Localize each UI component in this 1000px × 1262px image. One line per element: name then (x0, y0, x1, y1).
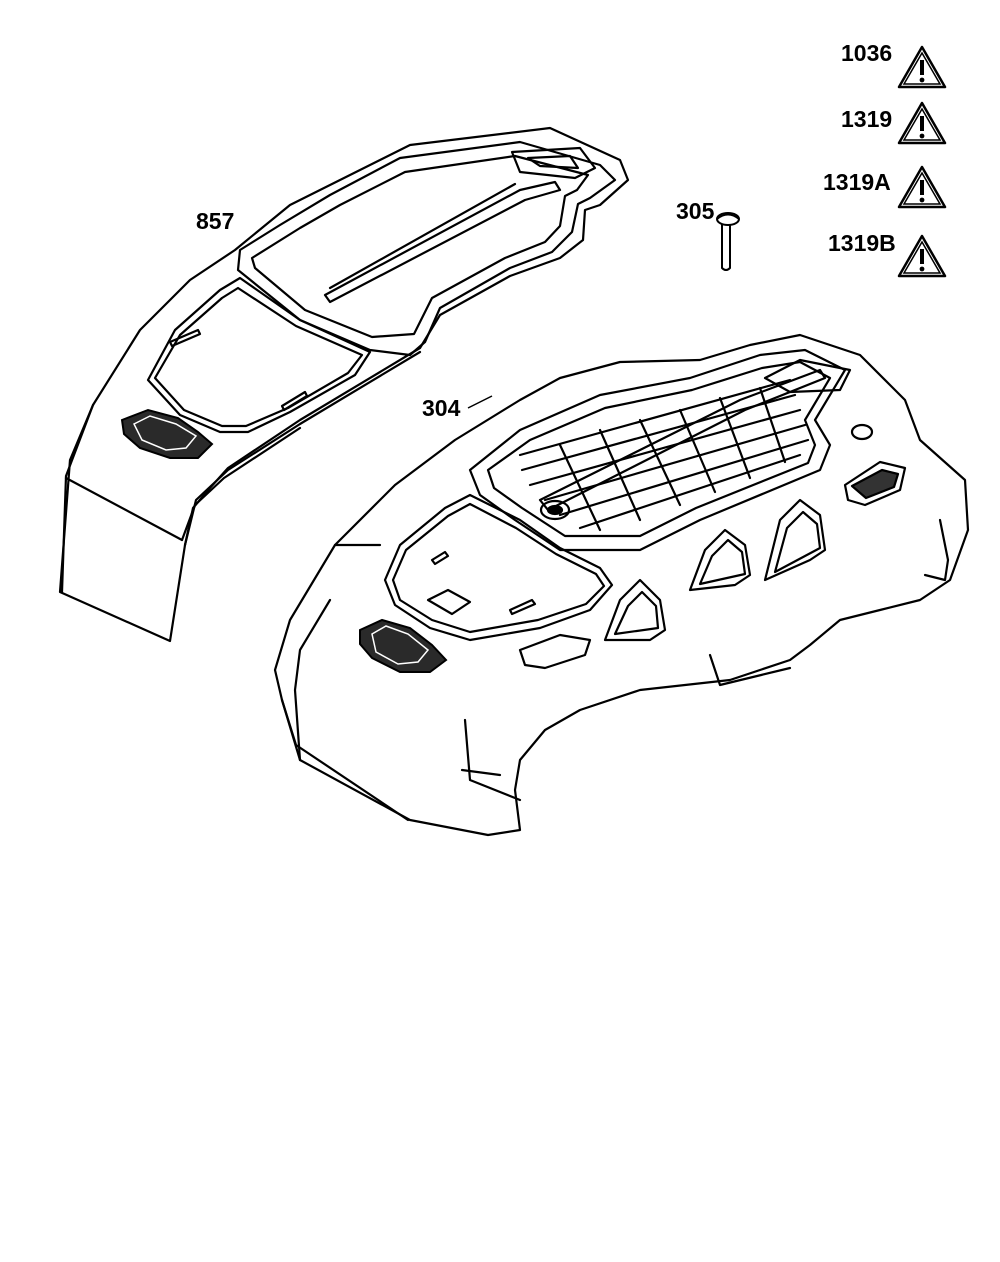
part-304-leader (467, 395, 493, 409)
part-304-housing (273, 333, 970, 837)
warning-triangle-icon (897, 165, 947, 209)
warning-triangle-icon (897, 45, 947, 89)
warning-label-1319A: 1319A (823, 169, 891, 195)
callout-857: 857 (196, 208, 235, 234)
warning-label-1319B: 1319B (828, 230, 896, 256)
part-304-logo-badge (359, 618, 448, 673)
warning-triangle-icon (897, 101, 947, 145)
callout-304: 304 (422, 395, 461, 421)
warning-label-1319: 1319 (841, 106, 893, 132)
part-305-screw (716, 212, 740, 271)
part-857-cover (58, 126, 630, 643)
warning-label-1036: 1036 (841, 40, 893, 66)
warning-triangle-icon (897, 234, 947, 278)
part-857-logo-badge (120, 408, 214, 459)
callout-305: 305 (676, 198, 715, 224)
